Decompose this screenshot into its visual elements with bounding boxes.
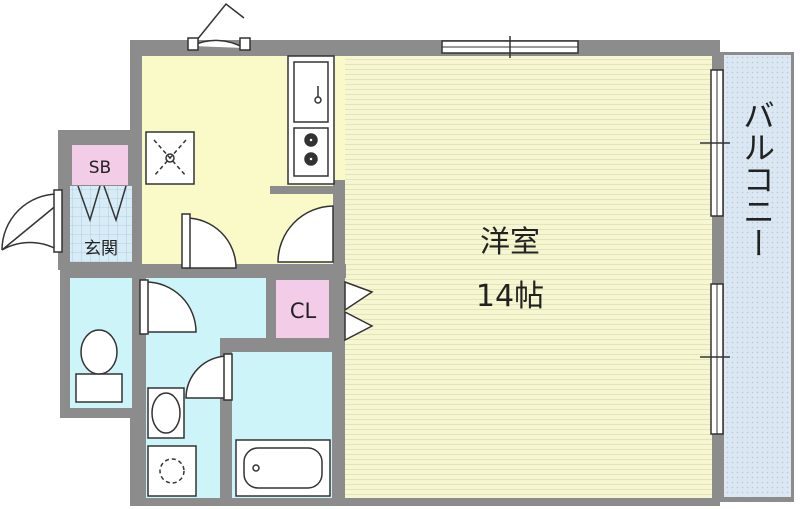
closet-doors (344, 280, 374, 342)
shoe-box-label: SB (89, 158, 111, 178)
western-room-floor (345, 56, 712, 498)
toilet-door (139, 279, 197, 335)
closet-label: CL (290, 299, 317, 323)
top-window (441, 36, 579, 58)
hall-door (277, 205, 334, 263)
kitchen-top-door (187, 2, 251, 51)
balcony (720, 52, 794, 502)
bath-door (185, 353, 233, 401)
western-room-size: 14帖 (476, 279, 544, 314)
balcony-label: バルコニー (738, 99, 776, 259)
appliance-space (145, 131, 195, 185)
western-room-name: 洋室 (480, 225, 540, 260)
washer-space (147, 445, 197, 497)
entry-hall-door (181, 213, 237, 269)
balcony-windows (700, 69, 730, 435)
closet-floor (276, 280, 329, 341)
entrance-floor (70, 186, 134, 262)
wash-basin (147, 387, 185, 439)
shoe-box-doors (77, 185, 127, 223)
entrance-label: 玄関 (84, 239, 118, 259)
entrance-door (1, 189, 63, 253)
room-labels: 洋室 14帖 CL SB 玄関 バルコニー (84, 99, 776, 323)
toilet (75, 329, 123, 403)
bathtub (235, 439, 331, 497)
kitchen-counter (287, 55, 335, 185)
shoe-box-floor (72, 145, 128, 185)
